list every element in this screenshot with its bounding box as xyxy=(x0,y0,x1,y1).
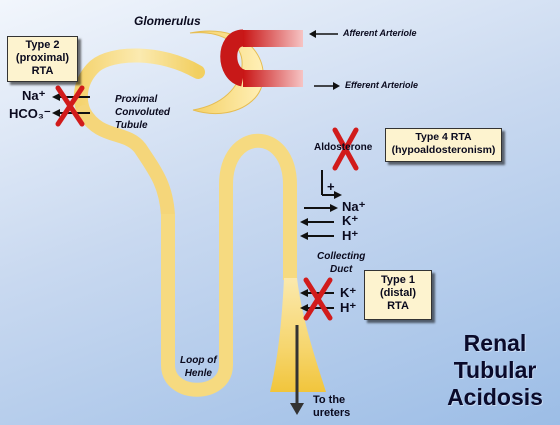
distal-k-arrow-head xyxy=(300,218,308,226)
type1-block-cross xyxy=(303,277,333,321)
type1-h-arrow-head xyxy=(300,304,308,312)
page-title: Renal Tubular Acidosis xyxy=(440,330,550,411)
aldosterone-block-cross xyxy=(332,127,359,171)
efferent-arteriole-vessel xyxy=(243,70,303,87)
tubule-label-line: Tubule xyxy=(115,120,148,131)
aldosterone-arrow-head xyxy=(334,191,342,199)
title-line-renal: Renal xyxy=(463,330,527,356)
bowman-capsule xyxy=(189,30,264,115)
to-the-label-line: To the xyxy=(313,394,346,406)
proximal-tubule-upper xyxy=(73,48,205,119)
arteriole-loop xyxy=(220,29,247,87)
ureters-label: To the ureters xyxy=(313,394,350,420)
type1-line3: RTA xyxy=(387,300,409,312)
type1-h-label: H⁺ xyxy=(340,300,357,315)
loop-of-henle xyxy=(161,133,297,397)
distal-h-label: H⁺ xyxy=(342,228,359,243)
title-line-tubular: Tubular xyxy=(453,357,537,383)
type4-line2: (hypoaldosteronism) xyxy=(391,144,496,156)
proximal-hco3-arrow-head xyxy=(52,109,60,117)
type1-line1: Type 1 xyxy=(380,274,416,286)
loop-label-line: Loop of xyxy=(180,355,217,366)
title-line-acidosis: Acidosis xyxy=(447,384,543,410)
type1-rta-box: Type 1 (distal) RTA xyxy=(364,270,432,320)
proximal-na-label: Na⁺ xyxy=(22,88,46,103)
type2-rta-box: Type 2 (proximal) RTA xyxy=(7,36,78,82)
proximal-label-line: Proximal xyxy=(115,94,158,105)
distal-h-arrow-head xyxy=(300,232,308,240)
collecting-duct-label: Collecting Duct xyxy=(317,250,365,276)
proximal-hco3-label: HCO₃⁻ xyxy=(9,106,51,121)
efferent-arteriole-label: Efferent Arteriole xyxy=(345,80,419,90)
type4-rta-box: Type 4 RTA (hypoaldosteronism) xyxy=(385,128,502,162)
efferent-pointer-head xyxy=(333,82,340,90)
ureters-label-line: ureters xyxy=(313,407,351,419)
collecting-label-line: Collecting xyxy=(317,251,366,262)
glomerulus-label: Glomerulus xyxy=(134,14,201,28)
type4-line1: Type 4 RTA xyxy=(415,131,472,143)
afferent-arteriole-vessel xyxy=(243,30,303,47)
aldosterone-plus-sign: + xyxy=(327,179,335,194)
proximal-na-arrow-head xyxy=(52,93,60,101)
type1-line2: (distal) xyxy=(379,287,417,299)
henle-label-line: Henle xyxy=(184,368,212,379)
ureter-arrow-head xyxy=(290,403,304,415)
aldosterone-label: Aldosterone xyxy=(314,142,373,153)
type2-line1: Type 2 xyxy=(25,39,60,51)
duct-label-line: Duct xyxy=(330,264,353,275)
type2-line2: (proximal) xyxy=(15,52,70,64)
distal-na-arrow-head xyxy=(330,204,338,212)
distal-na-label: Na⁺ xyxy=(342,199,366,214)
afferent-arteriole-label: Afferent Arteriole xyxy=(343,28,417,38)
proximal-tubule-lower xyxy=(77,105,175,222)
proximal-tubule-label: Proximal Convoluted Tubule xyxy=(115,93,170,132)
type1-k-label: K⁺ xyxy=(340,285,357,300)
type2-line3: RTA xyxy=(31,65,54,77)
proximal-block-cross xyxy=(55,85,85,127)
convoluted-label-line: Convoluted xyxy=(115,107,170,118)
loop-of-henle-label: Loop of Henle xyxy=(180,354,217,380)
afferent-pointer-head xyxy=(309,30,316,38)
distal-k-label: K⁺ xyxy=(342,213,359,228)
type1-k-arrow-head xyxy=(300,289,308,297)
